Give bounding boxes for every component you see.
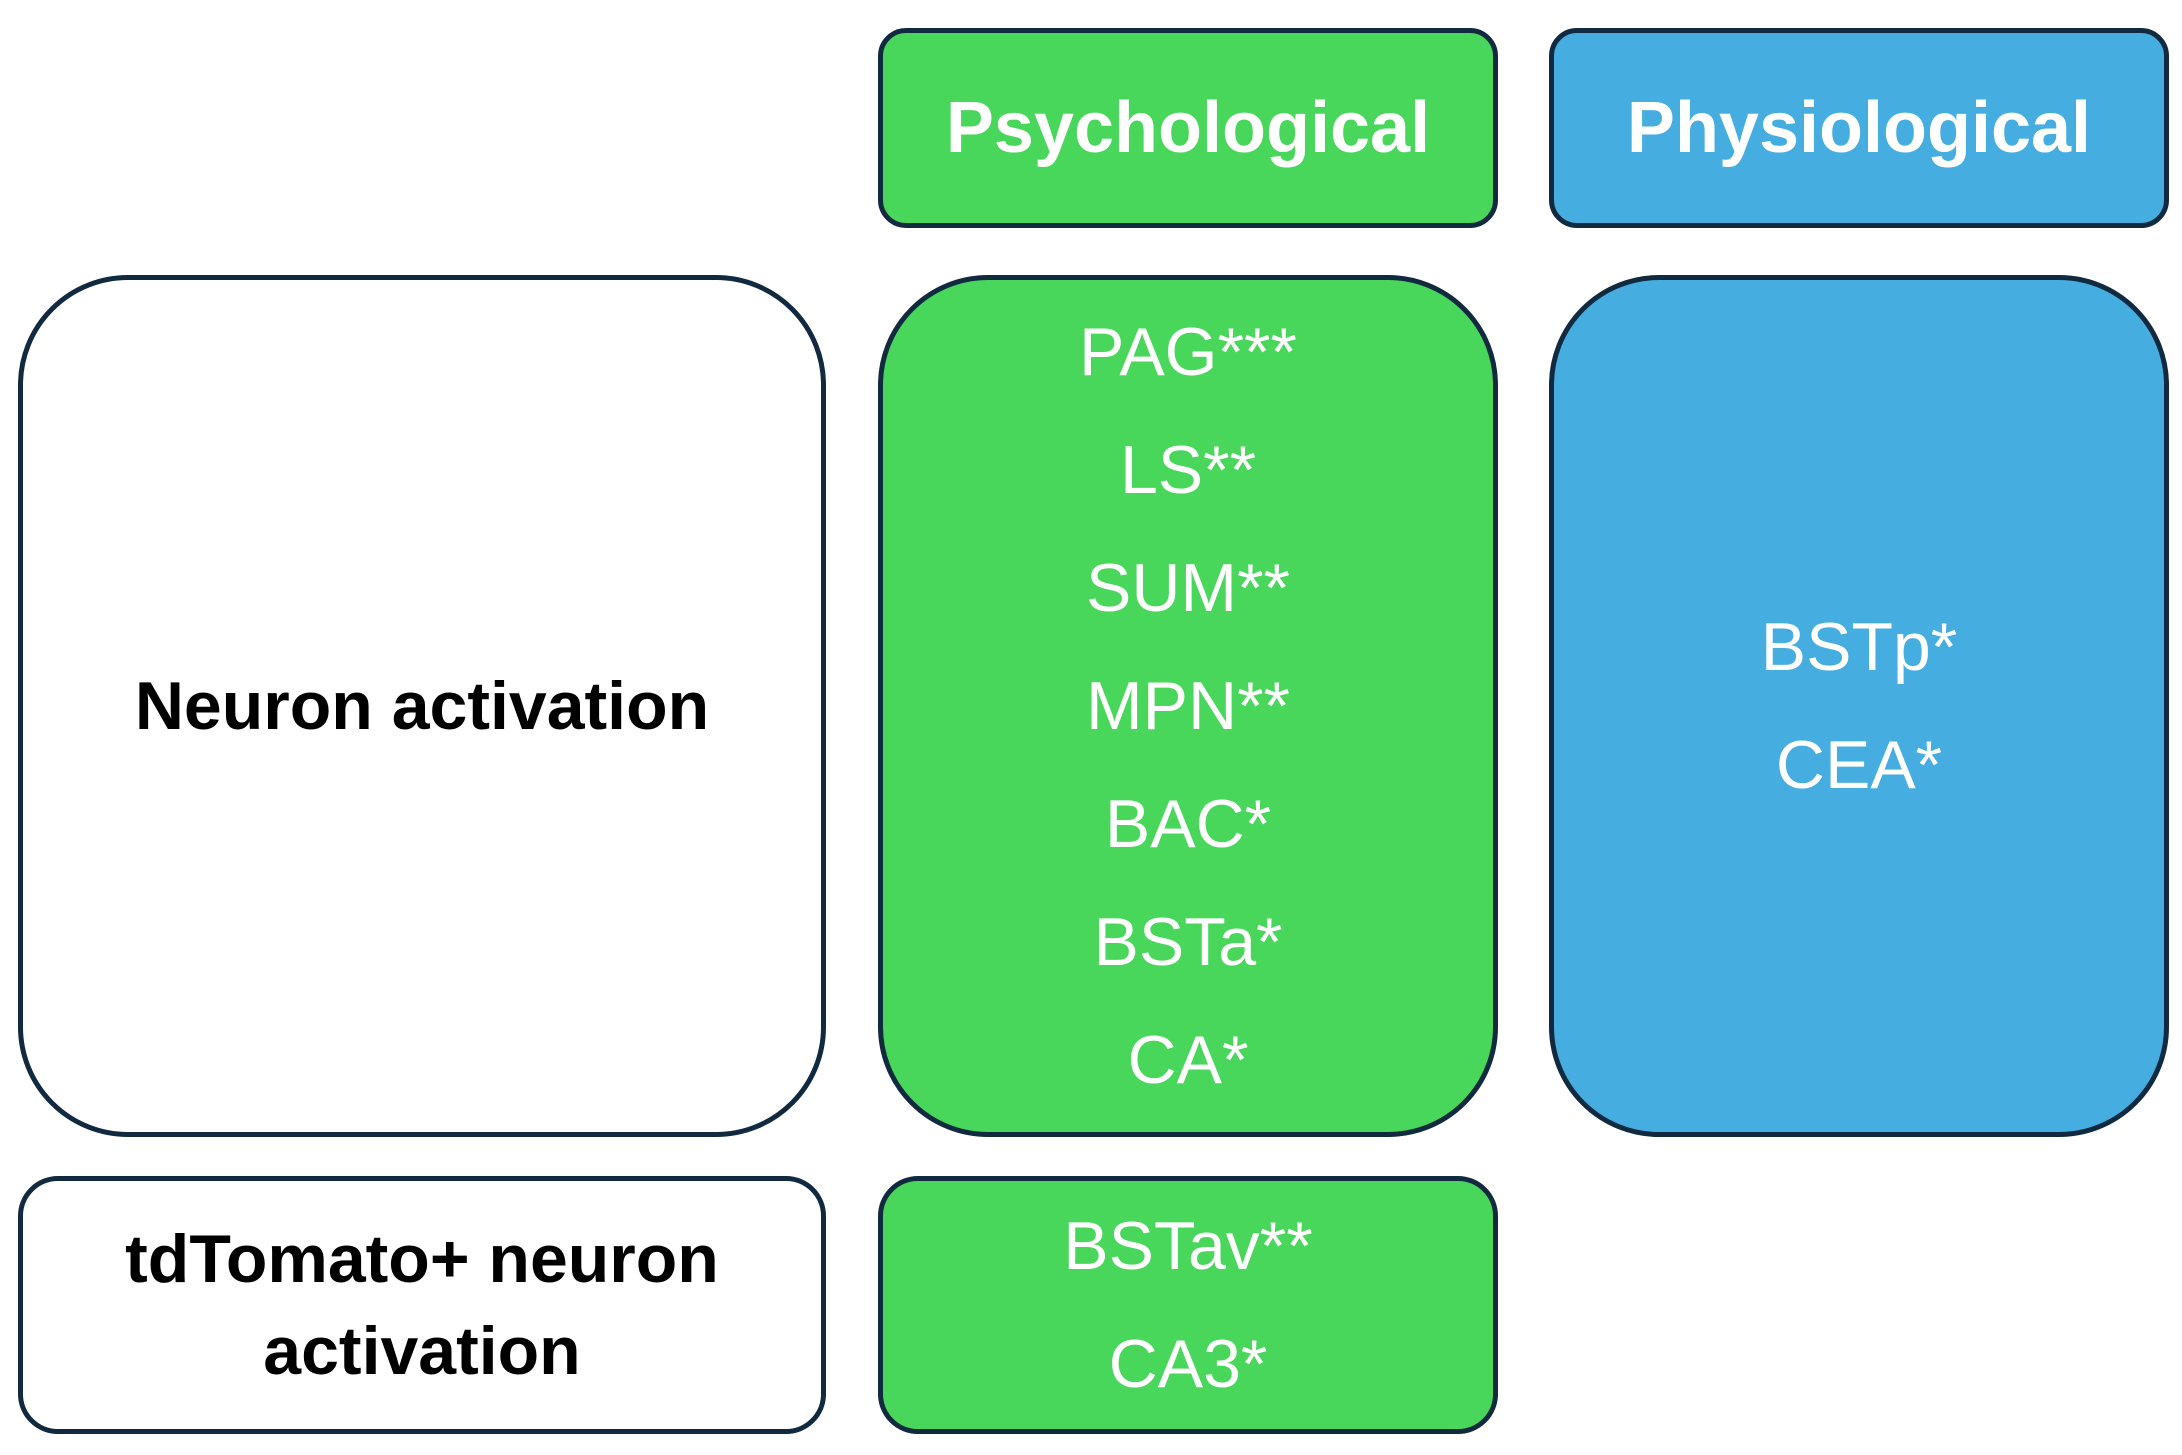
- tdtomato-label-line: activation: [263, 1313, 581, 1389]
- tdtomato-label-line: tdTomato+ neuron: [125, 1221, 719, 1297]
- psychological-header: Psychological: [878, 28, 1498, 228]
- region-item: BSTa*: [1093, 904, 1283, 980]
- physiological-header-label: Physiological: [1626, 88, 2092, 168]
- region-item: SUM**: [1085, 550, 1291, 626]
- region-item: BSTav**: [1063, 1208, 1313, 1284]
- physiological-header: Physiological: [1549, 28, 2169, 228]
- region-item: CA*: [1127, 1022, 1249, 1098]
- tdtomato-psychological-box: BSTav** CA3*: [878, 1176, 1498, 1434]
- region-item: BAC*: [1104, 786, 1272, 862]
- region-item: PAG***: [1079, 314, 1297, 390]
- region-item: CEA*: [1775, 727, 1943, 803]
- neuron-activation-row-label: Neuron activation: [18, 275, 826, 1137]
- psychological-header-label: Psychological: [945, 88, 1431, 168]
- region-item: CA3*: [1108, 1326, 1268, 1402]
- region-item: BSTp*: [1760, 609, 1958, 685]
- tdtomato-neuron-activation-row-label: tdTomato+ neuron activation: [18, 1176, 826, 1434]
- region-item: MPN**: [1085, 668, 1291, 744]
- region-item: LS**: [1119, 432, 1257, 508]
- neuron-activation-label: Neuron activation: [134, 668, 710, 744]
- neuron-activation-psychological-box: PAG*** LS** SUM** MPN** BAC* BSTa* CA*: [878, 275, 1498, 1137]
- neuron-activation-physiological-box: BSTp* CEA*: [1549, 275, 2169, 1137]
